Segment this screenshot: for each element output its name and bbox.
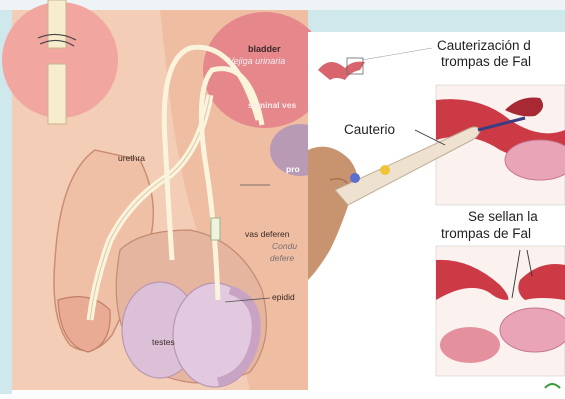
vas-cut-marker [211,218,220,240]
label-epididymis: epidid [272,292,295,302]
title-top-line-2: trompas de Fal [441,54,531,69]
inset-vas-bottom [48,64,66,124]
label-vas-deferens: vas deferen [245,229,289,239]
label-vas-es-2: defere [270,253,294,263]
label-bladder-es: Vejiga urinaria [228,56,285,66]
label-seminal: seminal ves [248,100,296,110]
cautery-button-yellow [380,165,390,175]
title-top-line-1: Cauterización d [437,38,531,53]
label-testes: testes [152,337,175,347]
cautery-button-blue [350,173,360,183]
ovary-lower [500,308,565,352]
right-top-frame [300,10,565,32]
label-bladder: bladder [248,44,281,54]
title-bottom-line-2: trompas de Fal [441,226,531,241]
label-urethra: urethra [118,153,145,163]
uterus-lower [440,327,500,363]
label-cauterio: Cauterio [344,122,395,137]
label-vas-es-1: Condu [272,241,297,251]
label-prostate: pro [286,164,300,174]
title-bottom-line-1: Se sellan la [468,209,538,224]
